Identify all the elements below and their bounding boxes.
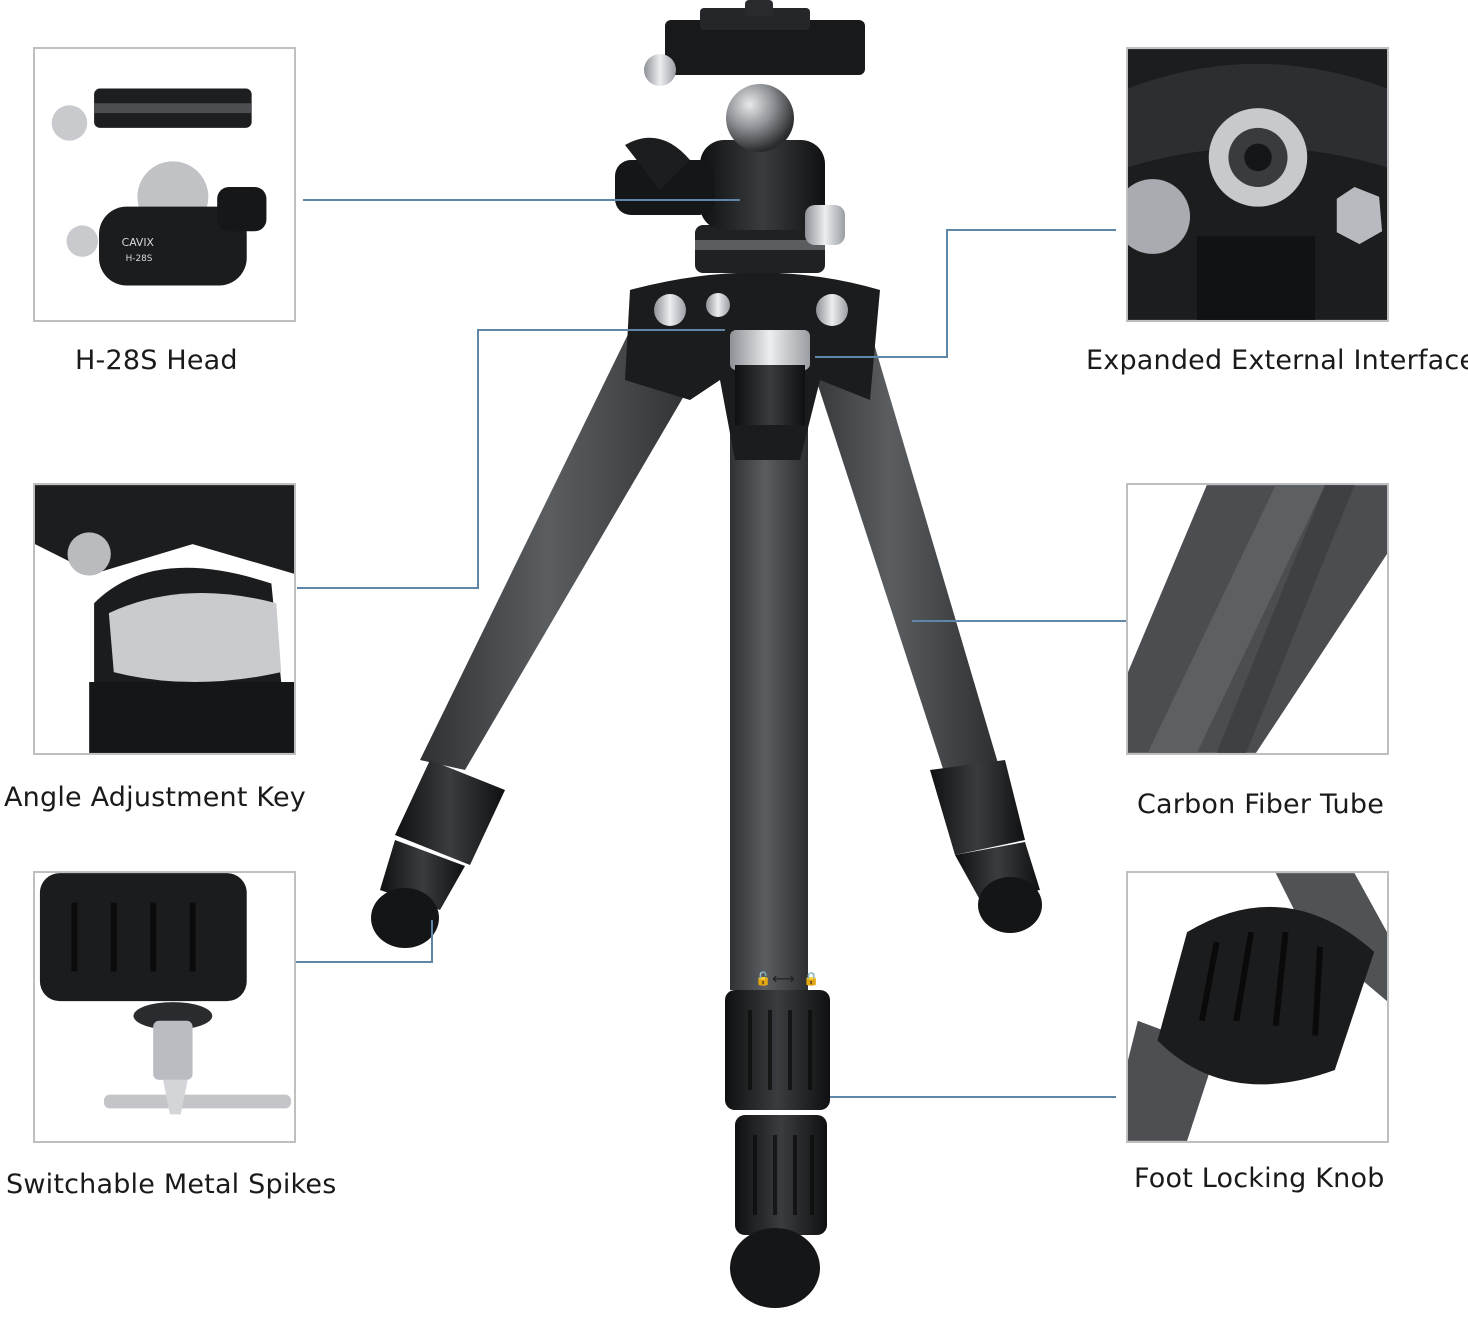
leader-lines [293, 199, 1126, 1098]
carbon-tube-panel [1126, 483, 1389, 755]
metal-spikes-panel [33, 871, 296, 1143]
metal-spikes-label: Switchable Metal Spikes [6, 1169, 337, 1200]
angle-key-label: Angle Adjustment Key [4, 782, 306, 813]
external-interface-panel [1126, 47, 1389, 322]
lock-icon: 🔒 [803, 972, 819, 987]
double-arrow-icon: ⟷ [772, 969, 795, 988]
center-leg: 🔓 ⟷ 🔒 [725, 420, 830, 1308]
carbon-tube-photo [1128, 485, 1387, 753]
external-interface-label: Expanded External Interface [1086, 345, 1468, 376]
foot-knob-panel [1126, 871, 1389, 1143]
leg-hub [625, 272, 880, 460]
head-detail-panel: CAVIX H-28S [33, 47, 296, 322]
foot-knob-photo [1128, 873, 1387, 1141]
model-mark: H-28S [126, 254, 153, 264]
brand-mark: CAVIX [122, 236, 155, 249]
head-label: H-28S Head [75, 345, 238, 376]
angle-key-panel [33, 483, 296, 755]
external-interface-photo [1128, 49, 1387, 320]
metal-spikes-photo [35, 873, 294, 1141]
angle-key-photo [35, 485, 294, 753]
unlock-icon: 🔓 [755, 971, 771, 987]
right-leg [800, 330, 1042, 933]
ball-head [615, 0, 865, 273]
foot-knob-label: Foot Locking Knob [1134, 1163, 1385, 1194]
left-leg [371, 320, 705, 948]
carbon-tube-label: Carbon Fiber Tube [1137, 789, 1385, 820]
ball-head-photo: CAVIX H-28S [35, 49, 294, 320]
